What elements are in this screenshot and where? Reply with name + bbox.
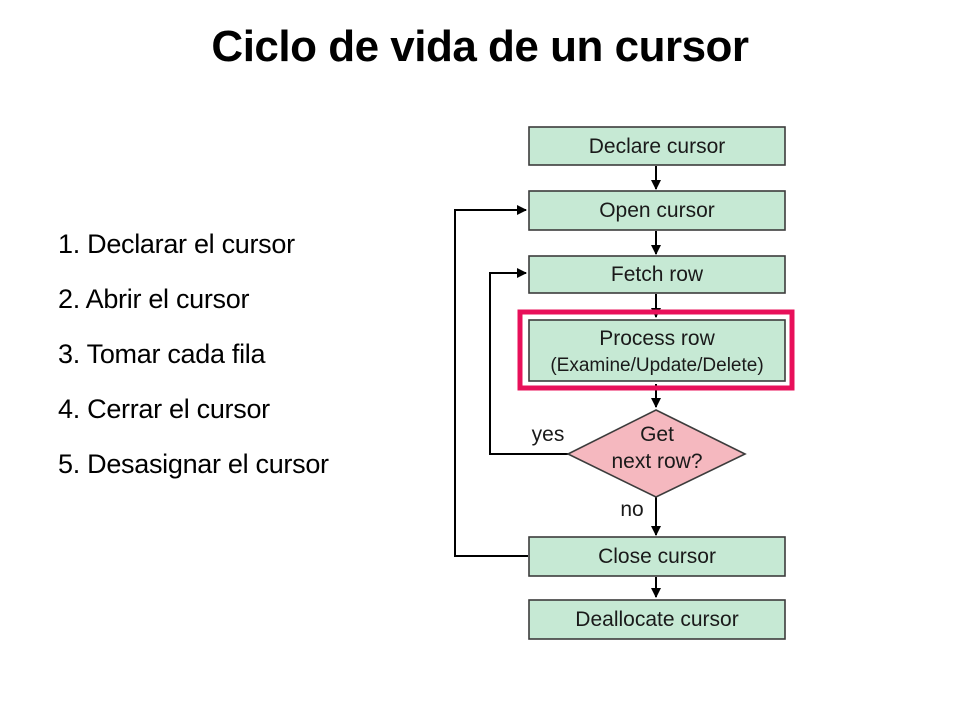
close-cursor-label: Close cursor (598, 545, 716, 568)
get-next-row-decision: Get next row? (566, 409, 747, 498)
open-cursor-box: Open cursor (528, 190, 786, 231)
process-row-label: Process row (599, 327, 715, 350)
step-item: 3. Tomar cada fila (58, 339, 266, 369)
declare-cursor-box: Declare cursor (528, 126, 786, 166)
open-cursor-label: Open cursor (599, 199, 715, 222)
highlight-frame (517, 309, 795, 391)
no-label: no (620, 498, 643, 521)
edge-yes-loop-to-fetch (489, 268, 568, 455)
step-item: 1. Declarar el cursor (58, 229, 295, 259)
decision-label-line1: Get (640, 423, 674, 446)
deallocate-cursor-label: Deallocate cursor (575, 608, 738, 631)
process-row-sublabel: (Examine/Update/Delete) (550, 355, 763, 376)
step-item: 4. Cerrar el cursor (58, 394, 270, 424)
decision-label-line2: next row? (611, 450, 702, 473)
deallocate-cursor-box: Deallocate cursor (528, 599, 786, 640)
slide-title: Ciclo de vida de un cursor (211, 22, 749, 71)
edge-close-loop-to-open (454, 205, 528, 557)
fetch-row-label: Fetch row (611, 263, 704, 286)
close-cursor-box: Close cursor (528, 536, 786, 577)
fetch-row-box: Fetch row (528, 255, 786, 294)
process-row-box: Process row (Examine/Update/Delete) (517, 309, 795, 391)
step-item: 5. Desasignar el cursor (58, 449, 329, 479)
declare-cursor-label: Declare cursor (589, 135, 726, 158)
yes-label: yes (532, 423, 565, 446)
step-item: 2. Abrir el cursor (58, 284, 250, 314)
steps-list: 1. Declarar el cursor 2. Abrir el cursor… (58, 222, 329, 497)
